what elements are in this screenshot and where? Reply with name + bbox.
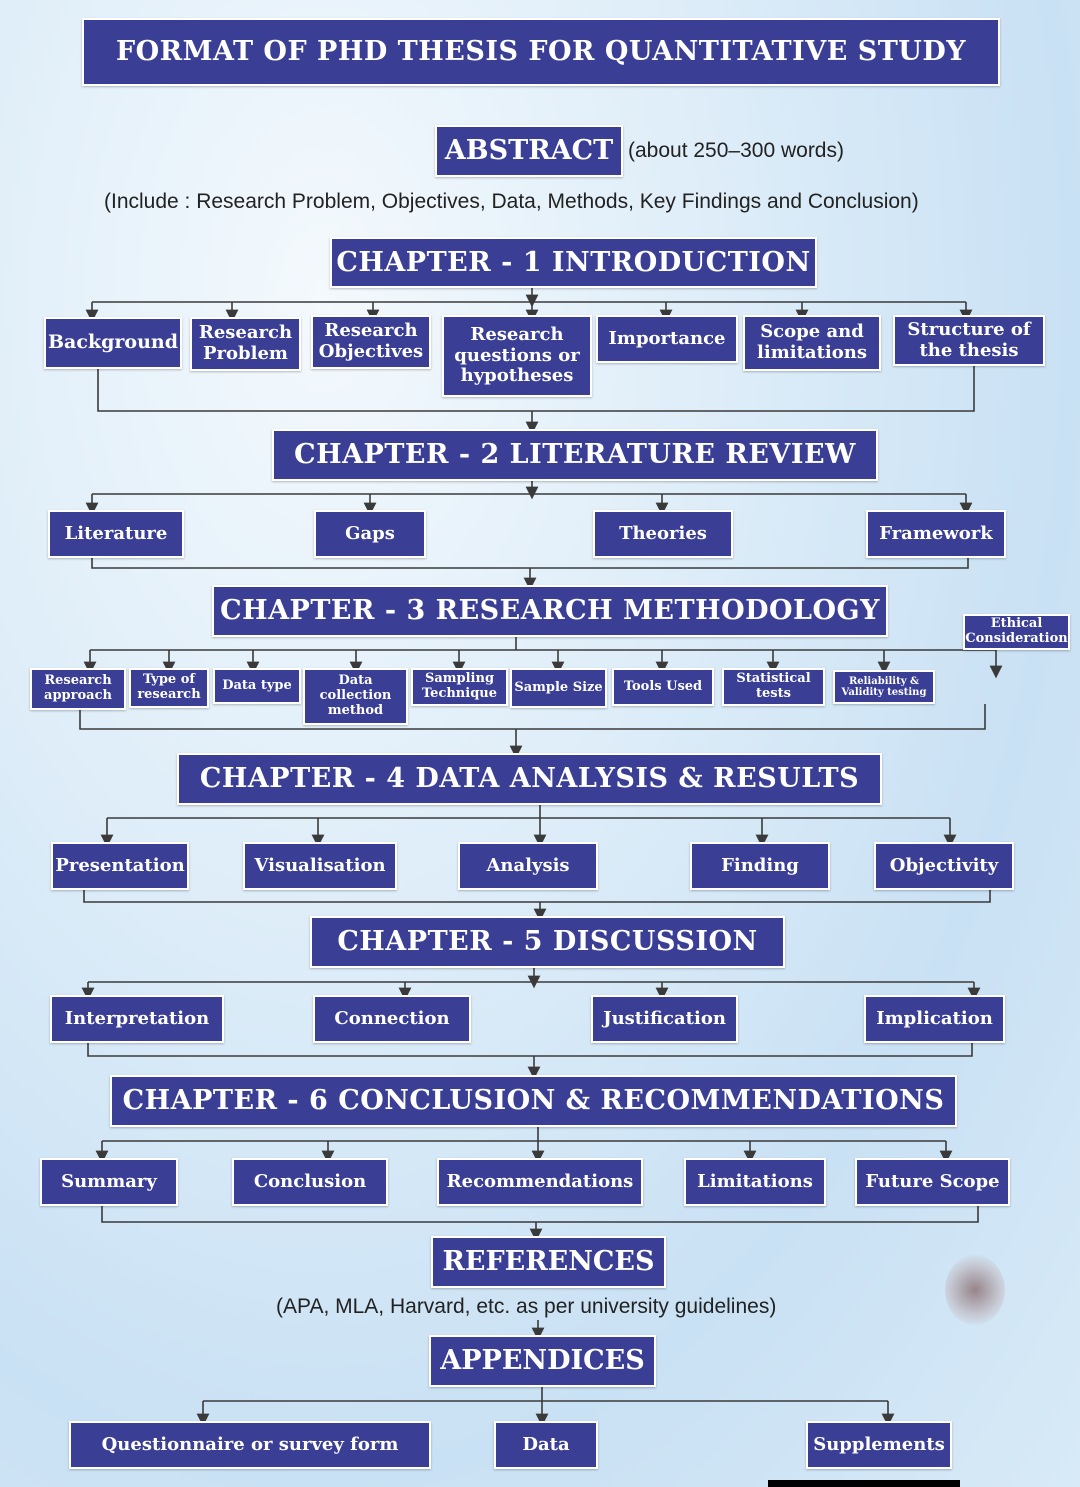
ch4-visualisation: Visualisation	[243, 842, 397, 890]
ch1-research-objectives: Research Objectives	[311, 315, 431, 369]
ch1-structure-thesis: Structure of the thesis	[893, 315, 1045, 366]
ch3-ethical-consideration: Ethical Consideration	[963, 614, 1070, 650]
ch6-limitations: Limitations	[684, 1158, 826, 1206]
ch4-presentation: Presentation	[51, 842, 189, 890]
chapter-3-heading: CHAPTER - 3 RESEARCH METHODOLOGY	[212, 585, 888, 637]
ch2-gaps: Gaps	[314, 510, 426, 558]
abstract-include-note: (Include : Research Problem, Objectives,…	[104, 190, 919, 213]
ch3-sampling-technique: Sampling Technique	[411, 668, 508, 706]
chapter-2-heading: CHAPTER - 2 LITERATURE REVIEW	[272, 429, 878, 481]
ch3-type-of-research: Type of research	[129, 668, 209, 708]
ch6-conclusion: Conclusion	[232, 1158, 388, 1206]
bottom-edge-bar	[768, 1480, 960, 1487]
references-heading: REFERENCES	[431, 1236, 666, 1288]
ch1-importance: Importance	[596, 315, 738, 363]
app-questionnaire: Questionnaire or survey form	[69, 1421, 431, 1469]
ch2-framework: Framework	[866, 510, 1006, 558]
ch1-scope-limitations: Scope and limitations	[743, 315, 881, 371]
ch3-data-collection-method: Data collection method	[303, 668, 408, 725]
appendices-heading: APPENDICES	[429, 1335, 656, 1387]
ch3-research-approach: Research approach	[30, 668, 126, 710]
ch6-future-scope: Future Scope	[855, 1158, 1010, 1206]
chapter-6-heading: CHAPTER - 6 CONCLUSION & RECOMMENDATIONS	[110, 1075, 957, 1127]
ch3-reliability-validity: Reliability & Validity testing	[833, 670, 935, 704]
ch5-justification: Justification	[591, 995, 738, 1043]
ch6-summary: Summary	[40, 1158, 178, 1206]
abstract-heading: ABSTRACT	[435, 125, 623, 177]
blurred-mark	[945, 1255, 1005, 1325]
ch1-background: Background	[44, 317, 182, 369]
main-title: FORMAT OF PHD THESIS FOR QUANTITATIVE ST…	[82, 18, 1000, 86]
ch5-interpretation: Interpretation	[50, 995, 224, 1043]
chapter-4-heading: CHAPTER - 4 DATA ANALYSIS & RESULTS	[177, 753, 882, 805]
ch2-theories: Theories	[593, 510, 733, 558]
ch3-tools-used: Tools Used	[612, 668, 714, 706]
app-supplements: Supplements	[806, 1421, 952, 1469]
chapter-1-heading: CHAPTER - 1 INTRODUCTION	[330, 237, 817, 288]
ch5-connection: Connection	[313, 995, 471, 1043]
abstract-word-count: (about 250–300 words)	[628, 139, 844, 162]
ch1-research-questions: Research questions or hypotheses	[442, 315, 592, 397]
ch6-recommendations: Recommendations	[437, 1158, 643, 1206]
ch5-implication: Implication	[864, 995, 1005, 1043]
ch4-objectivity: Objectivity	[874, 842, 1014, 890]
ch3-statistical-tests: Statistical tests	[722, 668, 825, 706]
ch4-analysis: Analysis	[458, 842, 598, 890]
ch1-research-problem: Research Problem	[190, 317, 301, 371]
references-note: (APA, MLA, Harvard, etc. as per universi…	[276, 1295, 777, 1318]
ch3-sample-size: Sample Size	[510, 668, 607, 708]
ch3-data-type: Data type	[213, 668, 301, 704]
ch4-finding: Finding	[690, 842, 830, 890]
app-data: Data	[494, 1421, 598, 1469]
ch2-literature: Literature	[48, 510, 184, 558]
chapter-5-heading: CHAPTER - 5 DISCUSSION	[310, 916, 785, 968]
